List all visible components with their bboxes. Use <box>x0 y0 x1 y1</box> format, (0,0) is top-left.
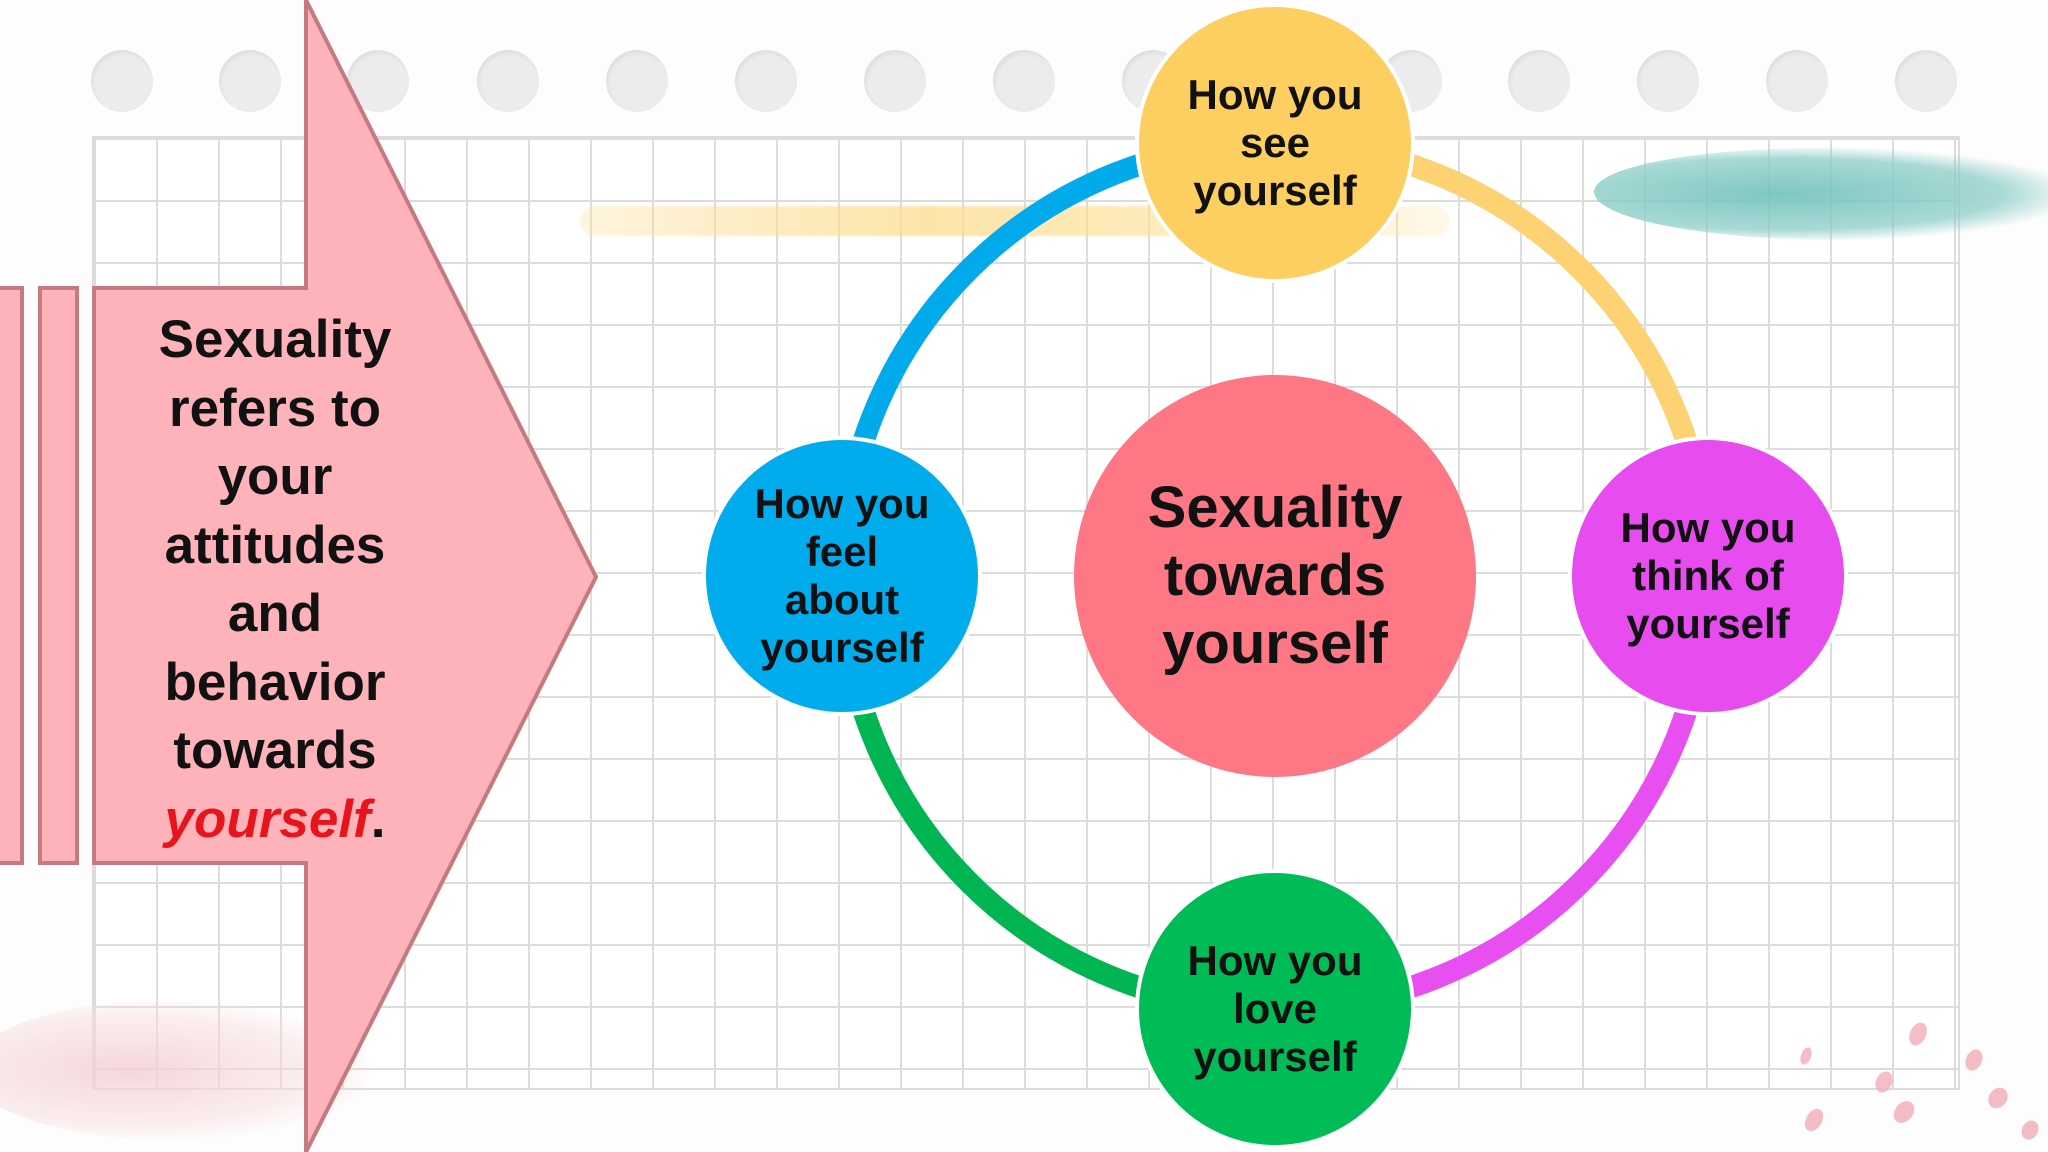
arrow-tail-bar <box>0 286 24 865</box>
see-yourself-node <box>1135 3 1415 283</box>
arrow-shape <box>0 0 599 1152</box>
notebook-hole <box>219 50 281 112</box>
arrow-head-body <box>92 0 599 1152</box>
definition-line: your <box>217 447 333 506</box>
notebook-hole <box>477 50 539 112</box>
love-yourself-node <box>1135 869 1415 1149</box>
teal-paint-stroke <box>1594 148 2048 240</box>
feel-about-yourself-node <box>702 436 982 716</box>
notebook-hole <box>993 50 1055 112</box>
definition-line: refers to <box>168 378 382 438</box>
definition-line: attitudes <box>164 515 386 575</box>
notebook-hole <box>864 50 926 112</box>
notebook-hole <box>1895 50 1957 112</box>
notebook-hole <box>606 50 668 112</box>
definition-line: and <box>227 584 323 643</box>
arrow-tail-bar <box>38 286 79 865</box>
notebook-hole <box>735 50 797 112</box>
definition-line: behavior <box>164 652 386 712</box>
notebook-hole <box>1508 50 1570 112</box>
definition-emphasis: yourself <box>164 789 371 849</box>
definition-trailing: . <box>370 789 386 849</box>
think-of-yourself-node <box>1568 436 1848 716</box>
definition-line: Sexuality <box>158 310 392 369</box>
definition-text: Sexuality refers to your attitudes and behavi… <box>110 306 440 854</box>
notebook-hole <box>91 50 153 112</box>
notebook-hole <box>1766 50 1828 112</box>
definition-line: towards <box>173 721 377 780</box>
notebook-hole <box>1637 50 1699 112</box>
definition-arrow: Sexuality refers to your attitudes and behavi… <box>0 0 600 1152</box>
center-circle <box>1074 375 1476 777</box>
